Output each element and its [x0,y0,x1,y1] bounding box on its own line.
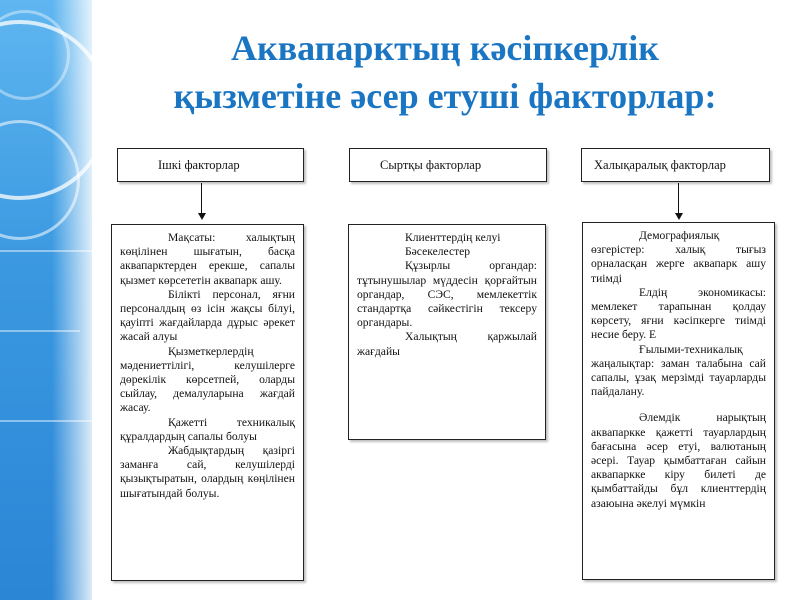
internal-factors-box: Мақсаты: халықтың көңілінен шығатын, бас… [111,224,304,581]
internal-factor-text: Жабдықтардың қазіргі заманға сай, келуші… [120,444,295,500]
external-factors-header: Сыртқы факторлар [349,148,547,182]
title-line-2: қызметіне әсер етуші факторлар: [173,76,717,116]
external-factor-text: Бәсекелестер [405,245,471,259]
external-factor-text: Құзырлы органдар: тұтынушылар мүддесін қ… [357,259,537,330]
international-factor-text: Әлемдік нарықтың аквапаркке қажетті тауа… [591,411,766,510]
internal-factor-text: Қызметкерлердің мәдениеттілігі, келушіле… [120,344,295,415]
internal-factor-text: Қажетті техникалық құралдардың сапалы бо… [120,415,295,443]
decorative-streak [0,420,92,422]
international-factor-text: Ғылыми-техникалық жаңалықтар: заман тала… [591,342,766,399]
international-factors-header: Халықаралық факторлар [581,148,770,182]
international-factor-text: Елдің экономикасы: мемлекет тарапынан қо… [591,285,766,342]
decorative-band [0,0,92,600]
title-line-1: Аквапарктың кәсіпкерлік [230,28,660,68]
internal-factors-header: Ішкі факторлар [117,148,304,182]
arrow-down-icon [198,183,206,221]
external-factor-text: Халықтың қаржылай жағдайы [357,330,537,358]
external-factor-text: Клиенттердің келуі [405,231,501,244]
arrow-down-icon [675,183,683,221]
international-factor-text: Демографиялық өзгерістер: халық тығыз ор… [591,229,766,285]
external-factors-box: Клиенттердің келуі Бәсекелестер Құзырлы … [348,224,546,440]
decorative-streak [0,250,92,252]
internal-factor-text: Мақсаты: халықтың көңілінен шығатын, бас… [120,231,295,287]
band-fade [52,0,92,600]
decorative-streak [0,330,80,332]
slide-title: Аквапарктың кәсіпкерлік қызметіне әсер е… [95,24,795,120]
international-factors-box: Демографиялық өзгерістер: халық тығыз ор… [582,222,775,580]
internal-factor-text: Білікті персонал, яғни персоналдың өз іс… [120,287,295,344]
